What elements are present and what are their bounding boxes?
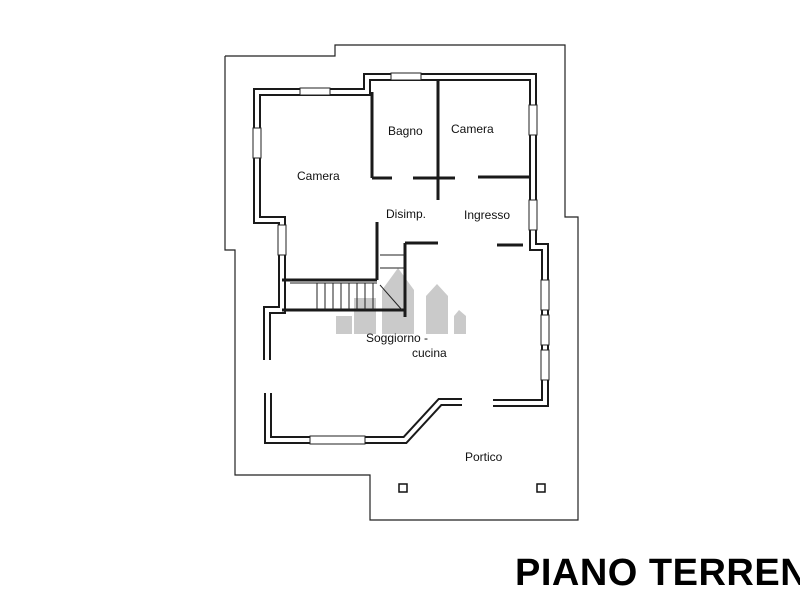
room-label-disimpegno: Disimp.	[386, 207, 426, 221]
room-label-soggiorno: Soggiorno -	[366, 331, 428, 345]
interior-walls	[282, 80, 530, 317]
room-label-camera: Camera	[451, 122, 494, 136]
room-label-bagno: Bagno	[388, 124, 423, 138]
room-label-portico: Portico	[465, 450, 503, 464]
room-label-ingresso: Ingresso	[464, 208, 510, 222]
floor-title: PIANO TERRENO	[515, 552, 800, 594]
room-label-cucina: cucina	[412, 346, 447, 360]
pillar	[536, 483, 546, 493]
watermark-logo	[336, 268, 466, 334]
room-label-camera: Camera	[297, 169, 340, 183]
staircase	[290, 254, 405, 311]
lot-boundary	[224, 44, 579, 521]
windows	[252, 72, 550, 445]
pillar	[398, 483, 408, 493]
